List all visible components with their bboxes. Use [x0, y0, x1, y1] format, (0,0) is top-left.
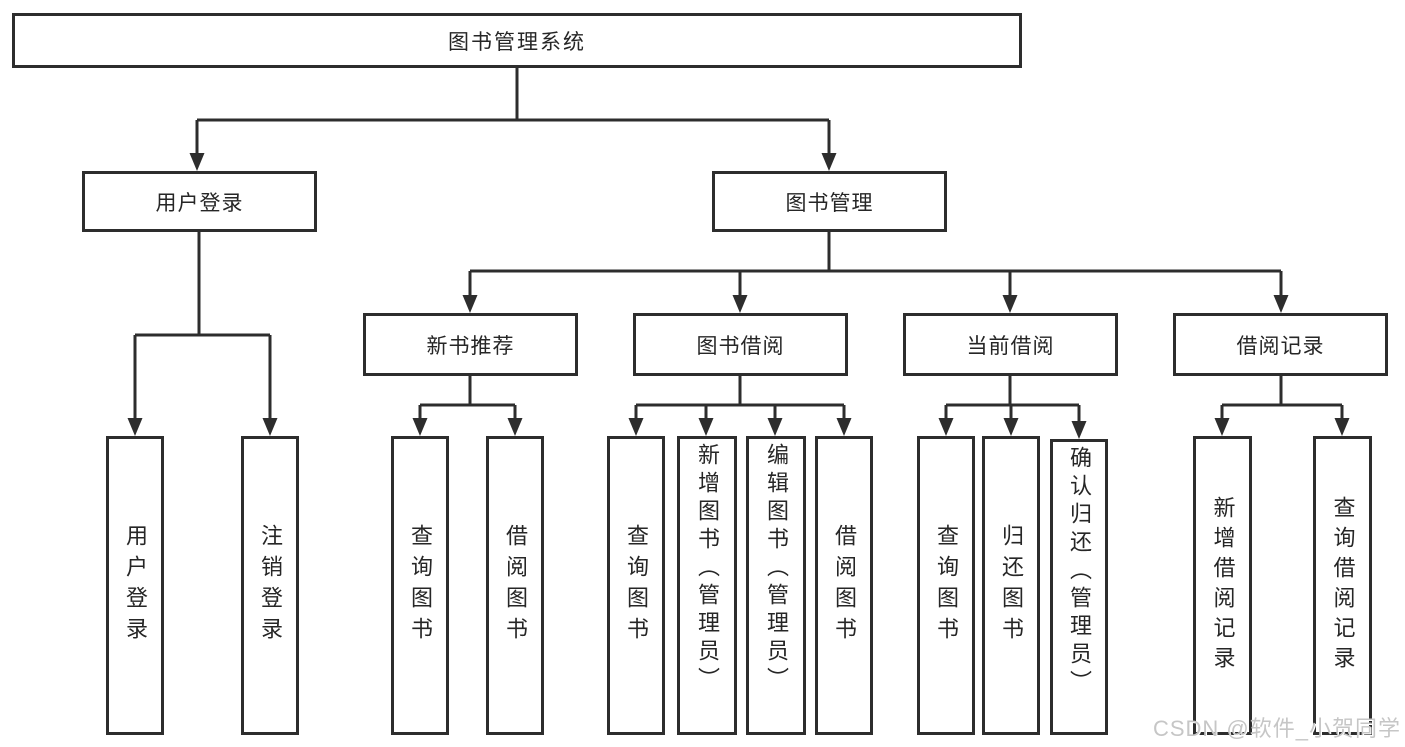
leaf-add-borrow-record: 新增借阅记录 [1193, 436, 1252, 735]
csdn-watermark: CSDN @软件_小贺同学 [1152, 716, 1401, 741]
leaf-query-books-current-label: 查询图书 [934, 523, 959, 648]
leaf-query-borrow-record-label: 查询借阅记录 [1330, 495, 1356, 676]
leaf-logout-label: 注销登录 [258, 523, 283, 648]
leaf-borrow-books-recommend: 借阅图书 [486, 436, 544, 735]
node-current-borrowing-label: 当前借阅 [966, 334, 1055, 358]
node-book-borrowing-label: 图书借阅 [696, 334, 785, 358]
leaf-edit-books-admin: 编辑图书（管理员） [746, 436, 806, 735]
leaf-query-books-borrowing-label: 查询图书 [624, 523, 649, 648]
leaf-return-books-label: 归还图书 [999, 523, 1024, 648]
connector-userlogin-to-leaves [133, 232, 272, 421]
leaf-borrow-books-borrowing: 借阅图书 [815, 436, 873, 735]
leaf-borrow-books-borrowing-label: 借阅图书 [832, 523, 857, 648]
leaf-borrow-books-recommend-label: 借阅图书 [503, 523, 528, 648]
leaf-user-login: 用户登录 [106, 436, 164, 735]
leaf-confirm-return-admin: 确认归还（管理员） [1050, 439, 1108, 735]
connector-recommend-to-leaves [418, 375, 517, 421]
leaf-query-books-current: 查询图书 [917, 436, 975, 735]
arrowheads [127, 153, 1350, 439]
leaf-confirm-return-admin-label: 确认归还（管理员） [1067, 446, 1092, 698]
node-book-management: 图书管理 [712, 171, 947, 232]
leaf-query-books-recommend-label: 查询图书 [408, 523, 433, 648]
node-new-book-recommend: 新书推荐 [363, 313, 578, 376]
node-user-login-label: 用户登录 [155, 191, 244, 215]
connector-current-to-leaves [944, 375, 1081, 424]
leaf-add-borrow-record-label: 新增借阅记录 [1210, 495, 1236, 676]
connector-records-to-leaves [1220, 375, 1344, 421]
node-new-book-recommend-label: 新书推荐 [426, 334, 515, 358]
leaf-add-books-admin-label: 新增图书（管理员） [695, 443, 720, 695]
connector-borrowing-to-leaves [634, 375, 846, 421]
node-root-label: 图书管理系统 [448, 30, 586, 54]
node-borrowing-records: 借阅记录 [1173, 313, 1388, 376]
node-book-management-label: 图书管理 [785, 191, 874, 215]
connector-bookmgmt-to-level3 [468, 232, 1283, 298]
leaf-query-books-borrowing: 查询图书 [607, 436, 665, 735]
leaf-user-login-label: 用户登录 [123, 523, 148, 648]
node-current-borrowing: 当前借阅 [903, 313, 1118, 376]
leaf-query-books-recommend: 查询图书 [391, 436, 449, 735]
node-borrowing-records-label: 借阅记录 [1236, 334, 1325, 358]
leaf-add-books-admin: 新增图书（管理员） [677, 436, 737, 735]
connector-root-to-level2 [195, 68, 831, 156]
leaf-query-borrow-record: 查询借阅记录 [1313, 436, 1372, 735]
leaf-edit-books-admin-label: 编辑图书（管理员） [764, 443, 789, 695]
node-user-login: 用户登录 [82, 171, 317, 232]
node-root: 图书管理系统 [12, 13, 1022, 68]
leaf-return-books: 归还图书 [982, 436, 1040, 735]
node-book-borrowing: 图书借阅 [633, 313, 848, 376]
leaf-logout: 注销登录 [241, 436, 299, 735]
